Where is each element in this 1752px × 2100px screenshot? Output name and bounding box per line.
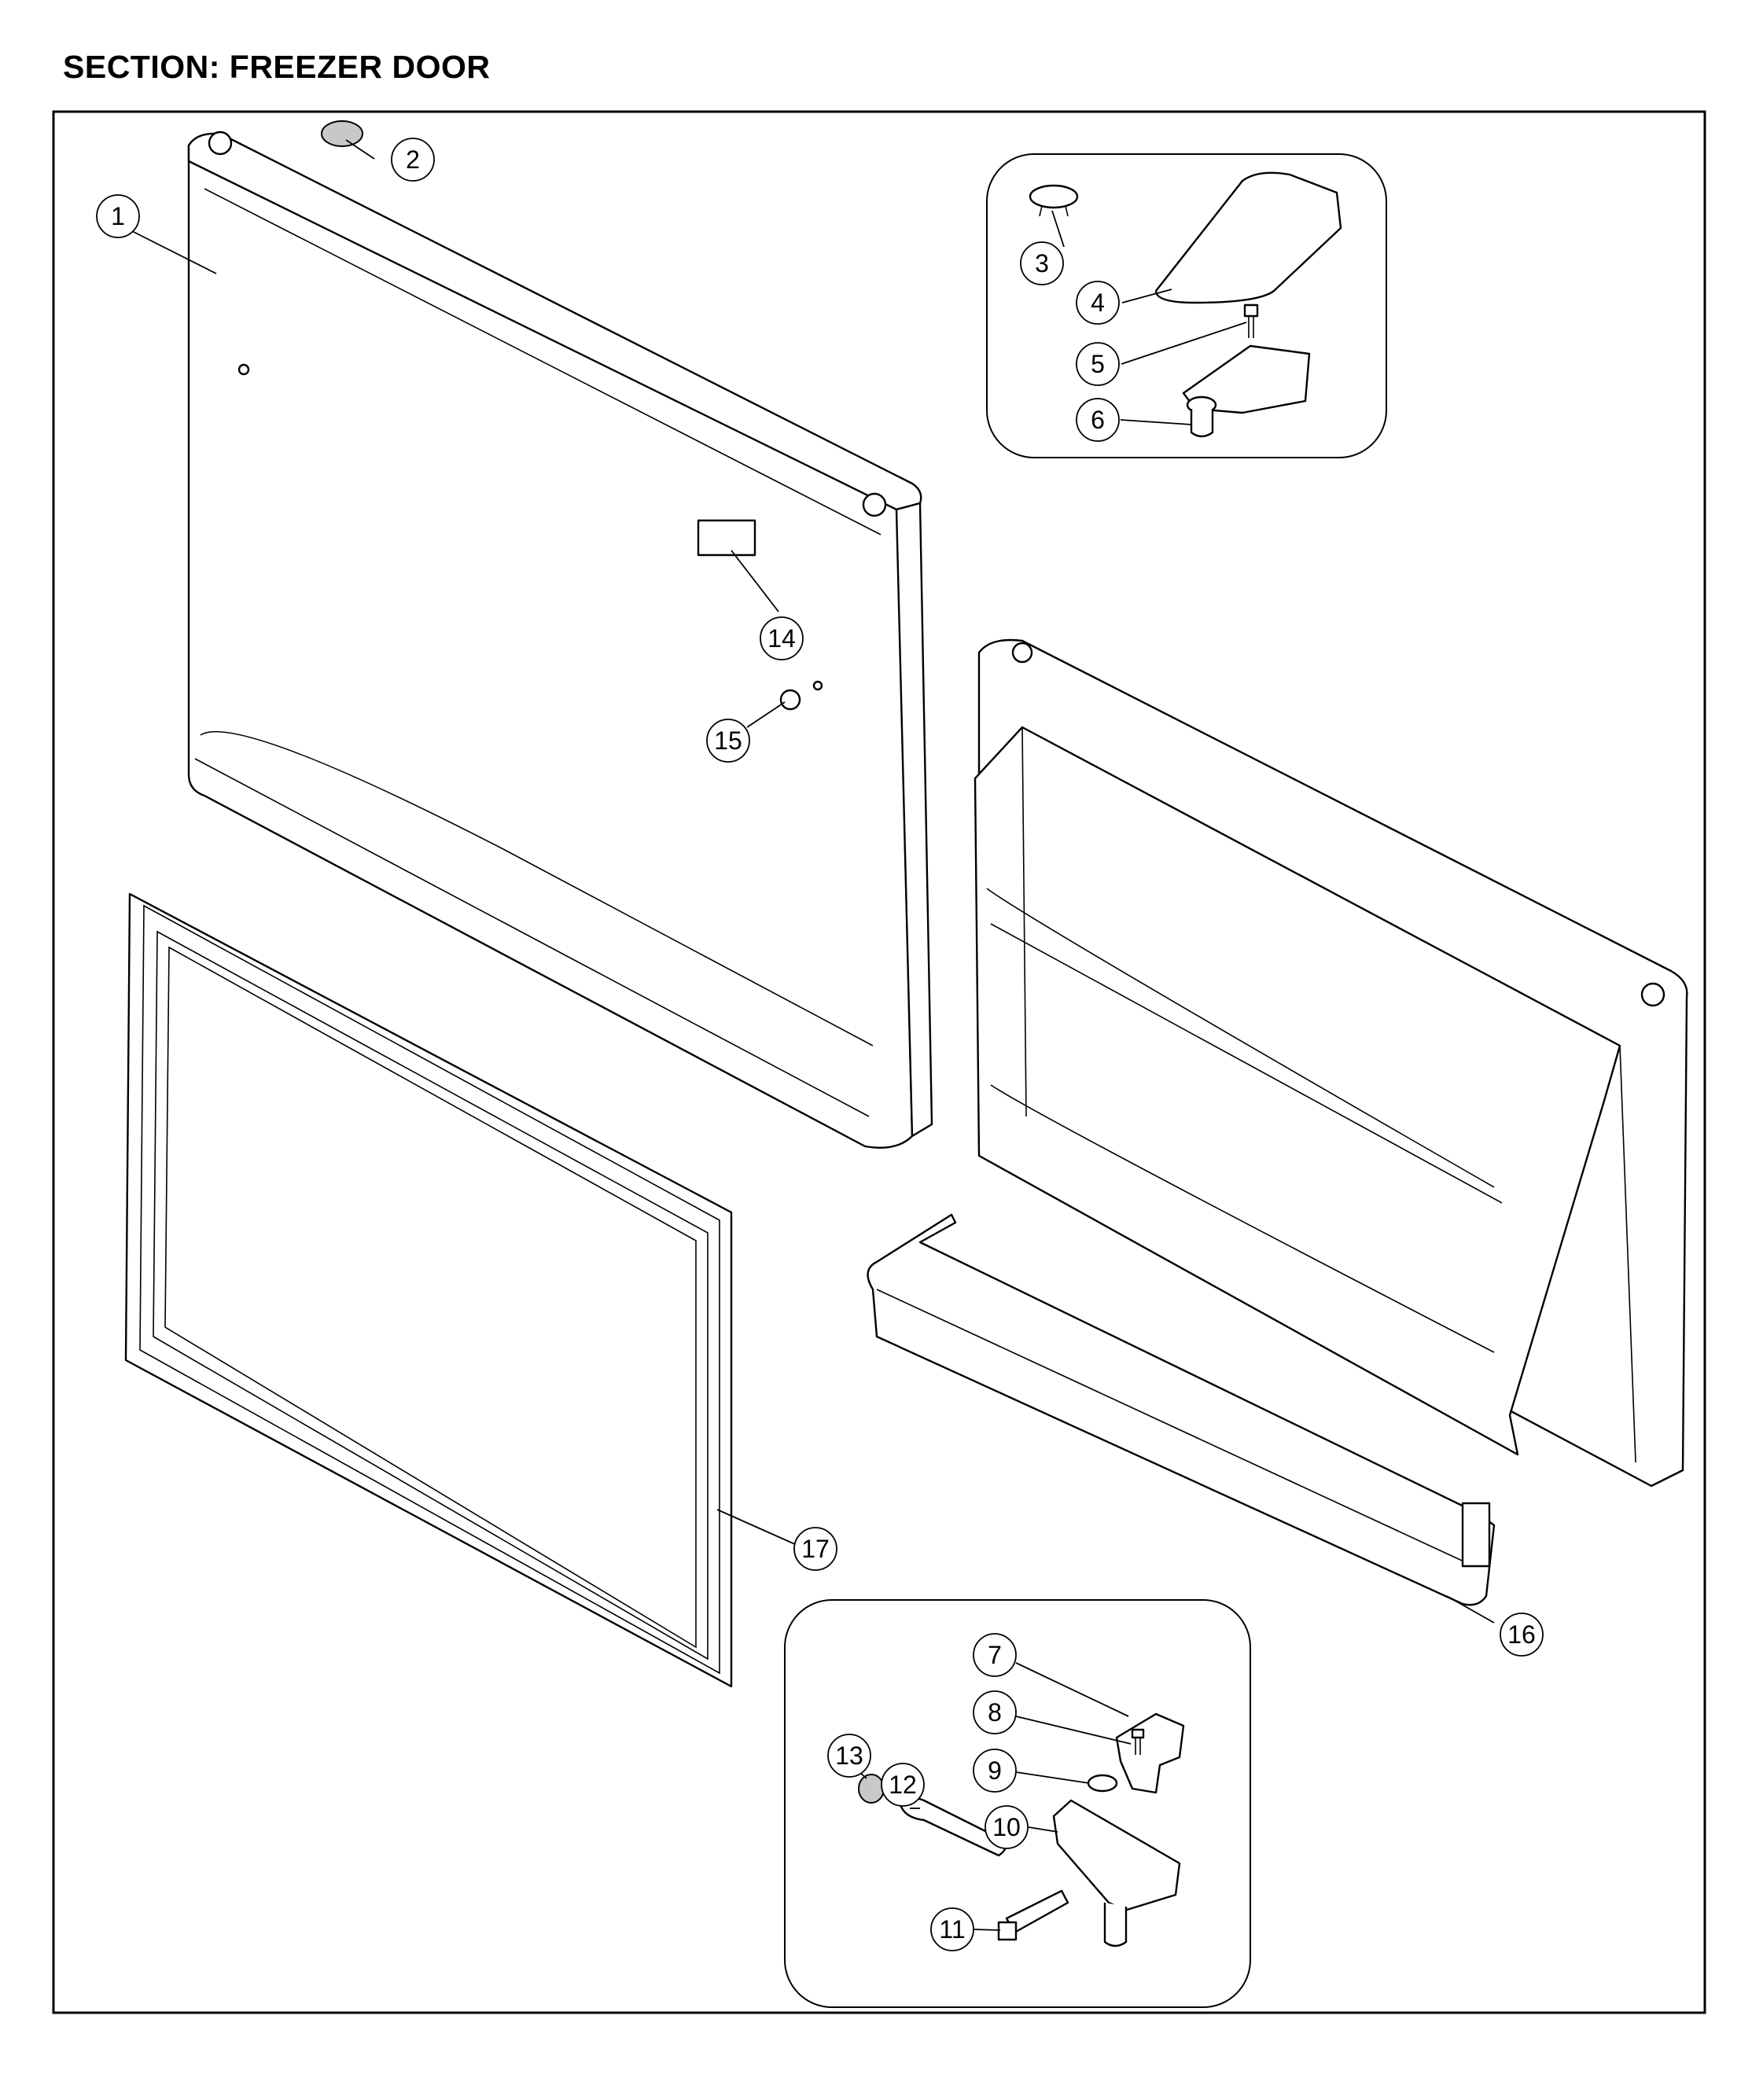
callout-16: 16 — [1500, 1613, 1544, 1657]
callout-9: 9 — [973, 1749, 1017, 1793]
svg-text:13: 13 — [835, 1741, 863, 1770]
svg-text:9: 9 — [988, 1756, 1002, 1785]
door-cap — [321, 120, 363, 147]
hinge-cover — [1154, 171, 1342, 304]
callout-14: 14 — [760, 616, 804, 660]
section-title: SECTION: FREEZER DOOR — [63, 49, 491, 85]
callout-1: 1 — [96, 194, 140, 238]
top-hinge-bracket — [1182, 344, 1311, 438]
leader-lines — [131, 139, 1495, 1931]
hinge-washer — [1087, 1774, 1118, 1793]
svg-text:14: 14 — [767, 624, 796, 653]
callout-13: 13 — [827, 1734, 871, 1778]
door-bin — [867, 1213, 1496, 1606]
svg-text:17: 17 — [801, 1535, 830, 1563]
callout-8: 8 — [973, 1690, 1017, 1734]
svg-text:11: 11 — [939, 1915, 965, 1944]
callout-4: 4 — [1076, 281, 1120, 325]
hinge-top-inset — [986, 153, 1387, 458]
hinge-bolt — [997, 1889, 1069, 1941]
bottom-hinge — [1052, 1799, 1181, 1947]
svg-text:7: 7 — [988, 1641, 1002, 1669]
svg-text:10: 10 — [992, 1813, 1021, 1841]
callout-12: 12 — [881, 1763, 925, 1807]
hinge-screw-bottom — [1131, 1728, 1145, 1755]
callout-5: 5 — [1076, 342, 1120, 386]
svg-text:8: 8 — [988, 1698, 1002, 1727]
svg-text:12: 12 — [889, 1771, 917, 1799]
svg-text:2: 2 — [406, 145, 420, 174]
callout-10: 10 — [985, 1805, 1029, 1849]
svg-text:3: 3 — [1035, 249, 1049, 278]
svg-text:4: 4 — [1091, 289, 1105, 317]
svg-text:6: 6 — [1091, 406, 1105, 434]
hinge-screw-top — [1243, 303, 1259, 338]
diagram-frame — [52, 110, 1706, 2014]
callout-6: 6 — [1076, 398, 1120, 442]
callout-11: 11 — [930, 1907, 974, 1951]
svg-text:5: 5 — [1091, 350, 1105, 378]
hinge-cap — [1029, 184, 1079, 217]
door-gasket — [124, 892, 733, 1688]
svg-text:16: 16 — [1507, 1620, 1536, 1649]
callout-15: 15 — [706, 719, 750, 763]
plug — [858, 1774, 885, 1804]
svg-text:1: 1 — [111, 202, 125, 230]
callout-2: 2 — [391, 138, 435, 182]
svg-text:15: 15 — [714, 726, 742, 755]
callout-3: 3 — [1020, 241, 1064, 285]
door-outer-panel — [187, 131, 933, 1149]
door-inner-liner — [974, 638, 1688, 1488]
hinge-bottom-inset — [784, 1599, 1251, 2008]
callout-17: 17 — [793, 1527, 837, 1571]
hinge-clip — [1115, 1712, 1185, 1794]
callout-7: 7 — [973, 1633, 1017, 1677]
